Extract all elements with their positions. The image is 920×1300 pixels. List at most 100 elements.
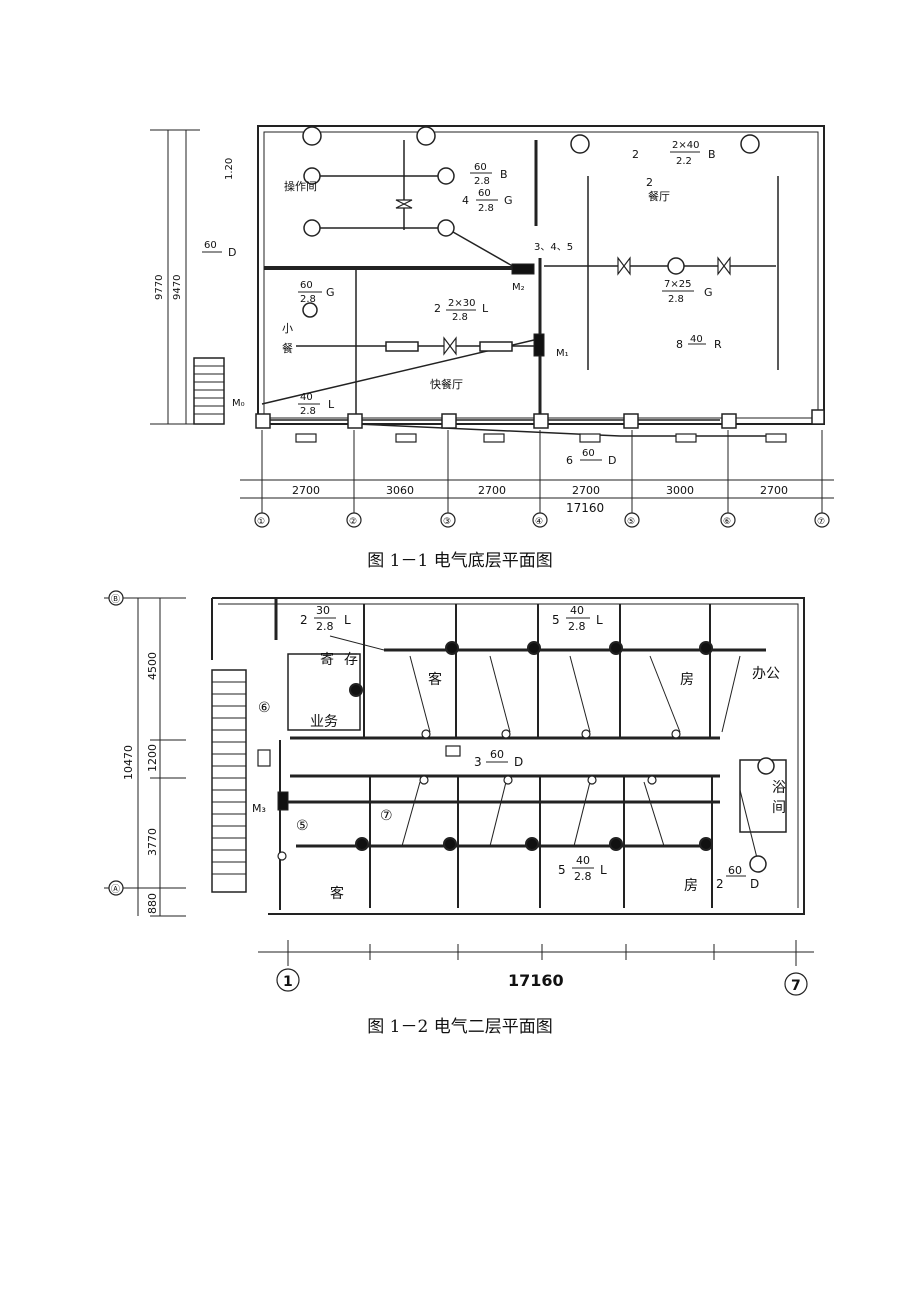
dim-h: 2700 [478, 484, 506, 497]
dim-v-1: 9770 [154, 275, 165, 300]
dim-v-1: 4500 [146, 652, 159, 680]
axis-4: ④ [535, 517, 543, 527]
label-bot: 2.8 [300, 294, 316, 305]
axis-2: ② [349, 517, 357, 527]
label-bot: 2.8 [300, 406, 316, 417]
stair [211, 669, 247, 893]
dim-total: 17160 [566, 501, 604, 515]
dim-h: 2700 [760, 484, 788, 497]
ground-floor-plan: 操作间 餐厅 小 餐 快餐厅 2 2×40 2.2 B 60 2.8 B 4 6… [150, 125, 834, 528]
room-dining: 餐厅 [648, 189, 670, 203]
label-type: L [328, 398, 335, 411]
label-bot: 2.8 [478, 203, 494, 214]
dim-total: 17160 [508, 971, 564, 990]
label-type: B [500, 168, 508, 181]
room-yewu: 业务 [310, 714, 338, 730]
label-top: 60 [728, 864, 742, 877]
label-type: B [708, 148, 716, 161]
dim-h: 2700 [292, 484, 320, 497]
dim-v-total: 10470 [122, 745, 135, 780]
room-ke-2: 客 [330, 885, 344, 902]
dim-h: 2700 [572, 484, 600, 497]
door-m2: M₂ [512, 282, 525, 293]
label-num: 8 [676, 338, 683, 351]
room-ji: 寄 [320, 651, 334, 668]
room-office: 办公 [752, 666, 780, 682]
label-type: L [600, 863, 607, 877]
label-top: 60 [300, 280, 313, 291]
figure-second-floor: 寄 存 客 房 办公 业务 浴 间 客 房 2 30 2.8 L 5 40 2.… [0, 580, 920, 1000]
circuit-5: ⑤ [296, 818, 309, 834]
label-bot: 2.8 [574, 870, 592, 883]
axis-1: ① [257, 517, 265, 527]
label-top: 60 [490, 748, 504, 761]
label-top: 40 [690, 334, 703, 345]
label-type: L [344, 613, 351, 627]
axis-a: Ⓐ [111, 884, 120, 895]
label-type: D [608, 454, 616, 467]
label-num: 6 [566, 454, 573, 467]
dim-h: 3060 [386, 484, 414, 497]
label-top: 60 [478, 188, 491, 199]
label-type: L [596, 613, 603, 627]
room-control: 操作间 [284, 179, 317, 193]
label-bot: 2.8 [316, 620, 334, 633]
axis-5: ⑤ [627, 517, 635, 527]
axis-b: Ⓑ [111, 594, 120, 605]
circuit-7: ⑦ [380, 808, 393, 824]
circuit-label: 3、4、5 [534, 242, 573, 253]
dim-v-4: 880 [146, 893, 159, 914]
second-floor-plan: 寄 存 客 房 办公 业务 浴 间 客 房 2 30 2.8 L 5 40 2.… [104, 590, 814, 996]
label-bot: 2.8 [568, 620, 586, 633]
label-top: 40 [576, 854, 590, 867]
room-fang-2: 房 [684, 878, 698, 894]
panel-number: 2 [646, 176, 653, 189]
axis-6: ⑥ [723, 517, 731, 527]
axis-3: ③ [443, 517, 451, 527]
dim-v-3: 3770 [146, 828, 159, 856]
label-top: 2×30 [448, 298, 475, 309]
label-num: 4 [462, 194, 469, 207]
figure-ground-floor: 操作间 餐厅 小 餐 快餐厅 2 2×40 2.2 B 60 2.8 B 4 6… [0, 95, 920, 540]
label-type: G [504, 194, 513, 207]
label-type: G [704, 286, 713, 299]
label-num: 2 [434, 302, 441, 315]
room-ke-1: 客 [428, 671, 442, 688]
label-top: 60 [582, 448, 595, 459]
label-bot: 2.8 [668, 294, 684, 305]
label-top: 40 [300, 392, 313, 403]
label-bot: 2.8 [474, 176, 490, 187]
label-num: 3 [474, 755, 482, 769]
label-type: G [326, 286, 335, 299]
room-fast-food: 快餐厅 [430, 377, 463, 391]
label-num: 5 [552, 613, 560, 627]
label-num: 2 [300, 613, 308, 627]
label-bot: 2.8 [452, 312, 468, 323]
label-num: 5 [558, 863, 566, 877]
axis-7: 7 [791, 978, 801, 994]
door-m0: M₀ [232, 398, 245, 409]
axis-1: 1 [283, 974, 293, 990]
label-top: 30 [316, 604, 330, 617]
room-small-dining-2: 餐 [282, 341, 293, 355]
label-type: L [482, 302, 489, 315]
label-top: 40 [570, 604, 584, 617]
room-bath-1: 浴 [772, 780, 786, 796]
room-cun: 存 [344, 652, 358, 668]
label-num: 2 [716, 877, 724, 891]
axis-7: ⑦ [817, 517, 825, 527]
door-m3: M₃ [252, 802, 266, 815]
door-m1: M₁ [556, 348, 569, 359]
caption-figure-1: 图 1－1 电气底层平面图 [367, 551, 553, 571]
room-fang-1: 房 [680, 672, 694, 688]
label-top: 2×40 [672, 140, 699, 151]
label-type: D [750, 877, 759, 891]
label-top: 60 [474, 162, 487, 173]
label-top: 60 [204, 240, 217, 251]
label-type: D [514, 755, 523, 769]
dim-v-2: 9470 [172, 275, 183, 300]
dim-v-2: 1200 [146, 744, 159, 772]
room-bath-2: 间 [772, 800, 786, 816]
circuit-6: ⑥ [258, 700, 271, 716]
dim-v-3: 1.20 [224, 158, 235, 180]
